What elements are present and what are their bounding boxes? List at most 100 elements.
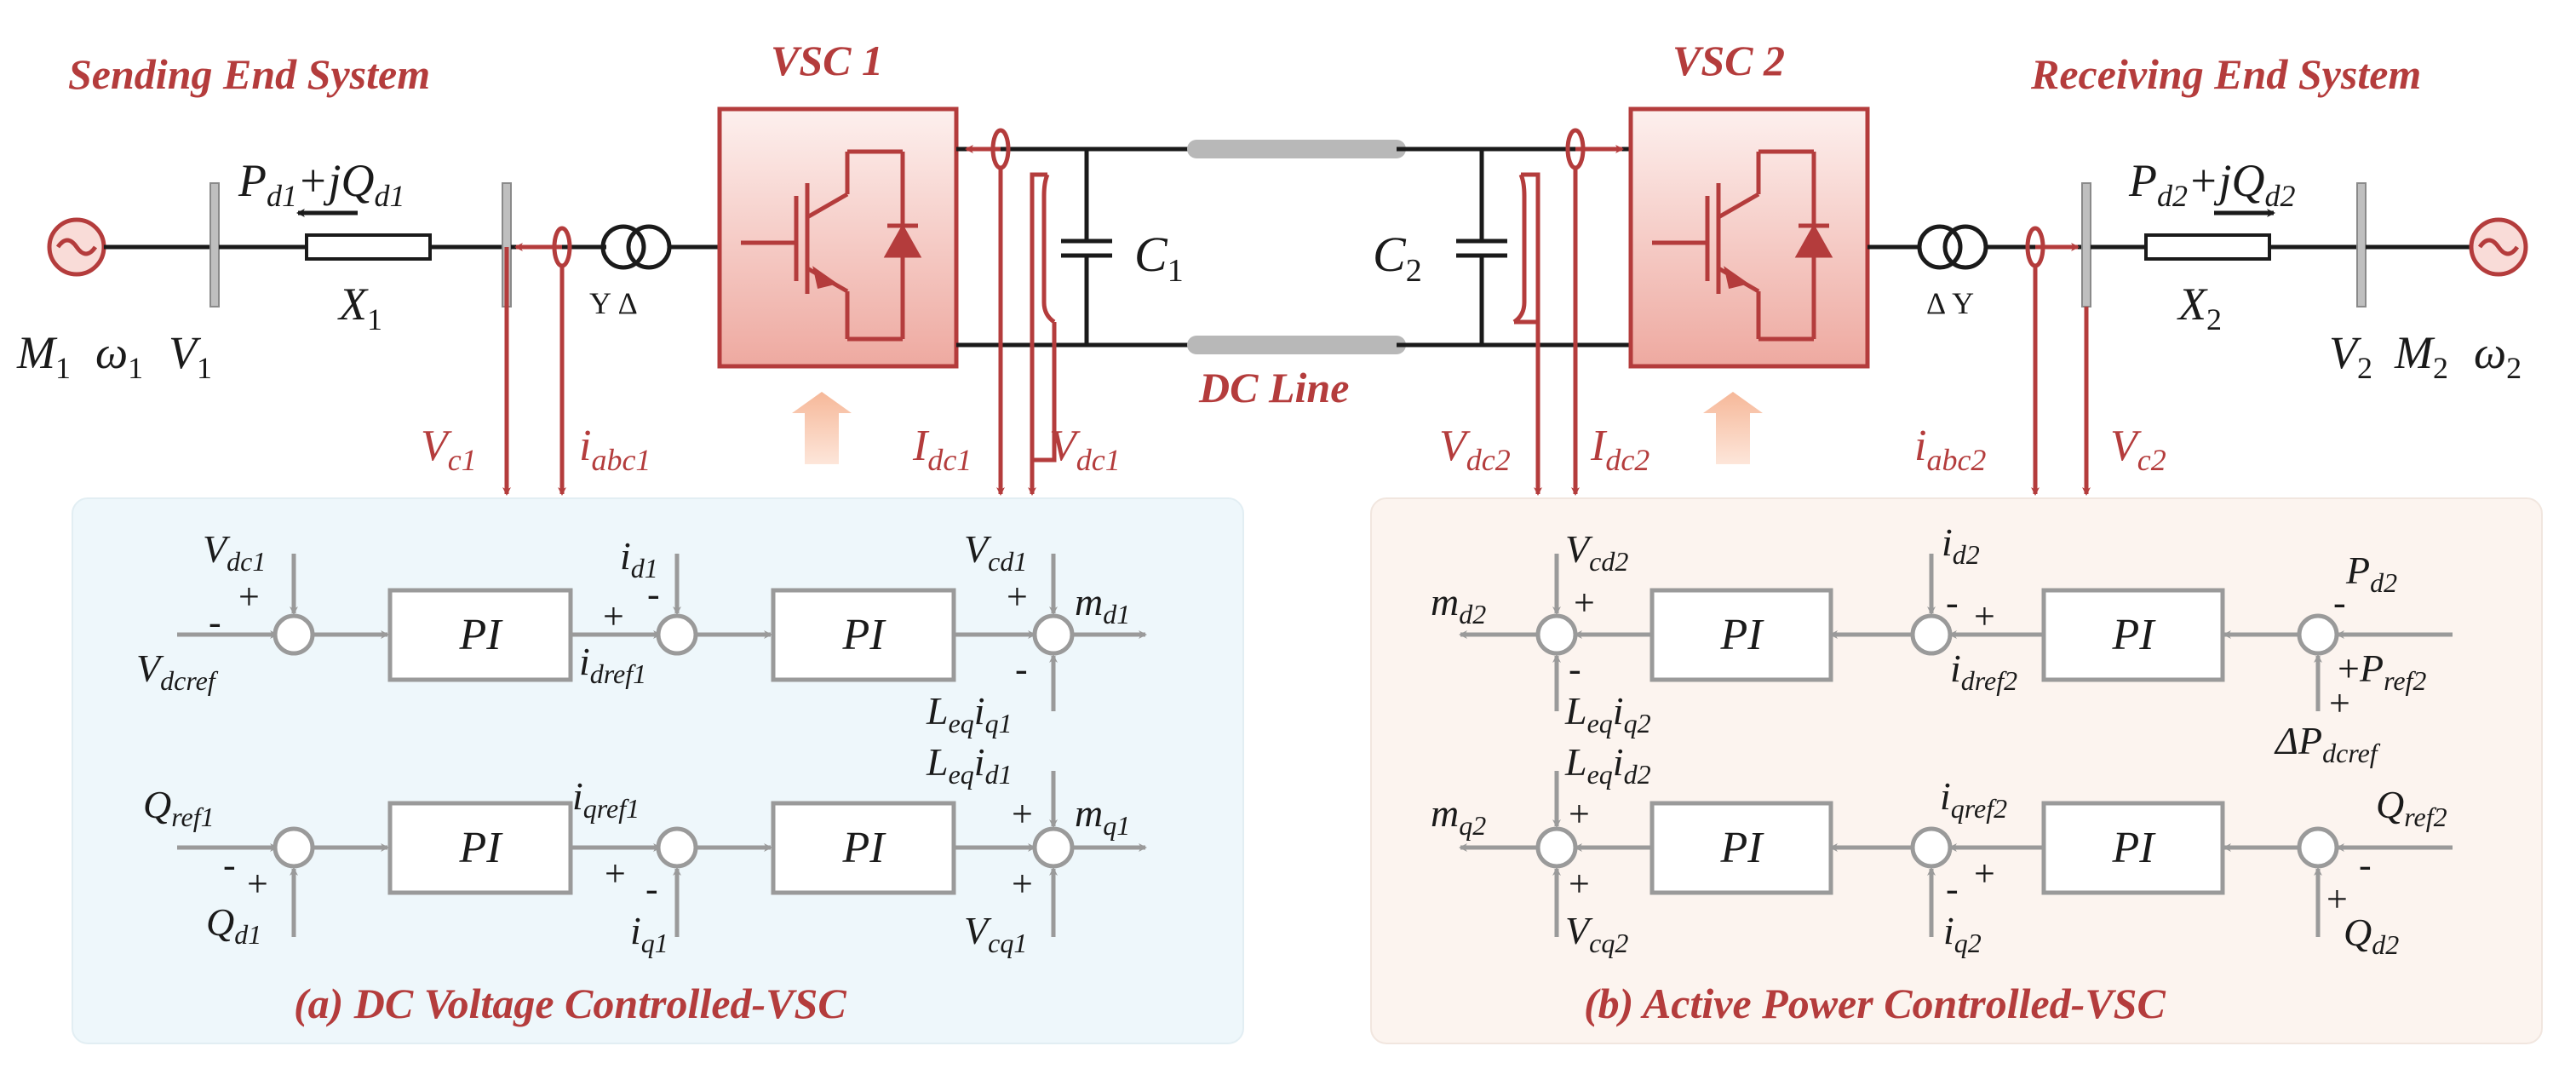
sig-a-minus4: -: [223, 844, 236, 886]
sig-b-plus1: +: [1574, 582, 1595, 624]
sig-b-plus3: +: [2329, 682, 2350, 724]
sig-a-id1: id1: [620, 534, 658, 583]
sig-a-idref1: idref1: [579, 640, 646, 689]
panel-a-caption: (a) DC Voltage Controlled-VSC: [294, 980, 846, 1027]
sig-b-pref2: +Pref2: [2338, 647, 2426, 696]
sig-b-minus3: -: [2333, 582, 2346, 624]
meas-vc1: Vc1: [421, 422, 477, 477]
sig-a-plus6: +: [1012, 793, 1033, 835]
sig-b-pd2: Pd2: [2345, 549, 2397, 598]
sig-b-mq2: mq2: [1431, 791, 1486, 841]
sine-icon-left: [55, 238, 98, 256]
pi-label-a1: PI: [458, 611, 503, 659]
sig-b-vcq2: Vcq2: [1565, 909, 1628, 958]
transformer-left-secondary: [626, 224, 672, 270]
reactance-x2: [2144, 233, 2271, 261]
control-arrow-vsc1: [792, 392, 852, 464]
sig-a-minus1: -: [209, 601, 221, 643]
sig-a-vdcref: Vdcref: [136, 647, 219, 696]
reactance-x1: [305, 233, 432, 261]
pi-label-b2: PI: [1719, 611, 1764, 659]
pi-block-b3: [2041, 801, 2225, 895]
sig-b-qref2: Qref2: [2376, 783, 2447, 832]
sig-b-minus7: -: [2359, 844, 2372, 886]
label-power-flow-1: Pd1+jQd1: [238, 155, 404, 213]
meas-vdc2: Vdc2: [1439, 422, 1511, 477]
capacitor-c2: [1456, 149, 1507, 345]
pi-label-b1: PI: [2111, 611, 2156, 659]
label-omega1: ω1: [95, 327, 143, 385]
sig-a-md1: md1: [1075, 580, 1130, 629]
sig-b-plus5: +: [1569, 863, 1590, 905]
vsc1-block: [717, 106, 959, 369]
sig-a-plus3: +: [1007, 576, 1028, 618]
sig-a-iq1: iq1: [630, 909, 668, 958]
meas-idc2: Idc2: [1590, 422, 1649, 477]
sig-a-plus2: +: [603, 595, 624, 637]
meas-idc1: Idc1: [912, 422, 972, 477]
sig-b-plus6: +: [1974, 853, 1995, 894]
label-c2: C2: [1373, 227, 1422, 289]
vsc2-block: [1628, 106, 1870, 369]
label-m1: M1: [16, 327, 71, 385]
sig-b-iqref2: iqref2: [1940, 774, 2007, 824]
label-omega2: ω2: [2474, 327, 2521, 385]
sig-b-minus6: -: [1946, 868, 1959, 910]
pi-block-b2: [1649, 588, 1833, 682]
sig-b-vcd2: Vcd2: [1565, 527, 1628, 577]
sig-b-qd2: Qd2: [2344, 911, 2399, 960]
sig-a-minus5: -: [645, 868, 658, 910]
pi-label-a2: PI: [841, 611, 886, 659]
igbt-icon-vsc2: [1652, 149, 1833, 342]
sig-b-idref2: idref2: [1950, 647, 2017, 696]
label-x2: X2: [2177, 279, 2222, 336]
label-transformer-right: Δ Y: [1926, 286, 1974, 320]
label-m2: M2: [2394, 327, 2448, 385]
sig-a-plus4: +: [247, 863, 268, 905]
pi-block-b1: [2041, 588, 2225, 682]
sig-b-leq-id2: Leqid2: [1564, 740, 1651, 790]
meas-iabc1: iabc1: [579, 422, 651, 477]
sig-a-plus5: +: [605, 853, 626, 894]
panel-b-d-loop: [1459, 554, 2453, 711]
dc-line-label: DC Line: [1198, 364, 1349, 411]
sig-a-iqref1: iqref1: [572, 774, 640, 824]
meas-vc2: Vc2: [2110, 422, 2166, 477]
control-arrow-vsc2: [1703, 392, 1763, 464]
sig-a-plus7: +: [1012, 863, 1033, 905]
pi-label-b3: PI: [2111, 824, 2156, 872]
vsc2-title: VSC 2: [1672, 37, 1785, 84]
sig-a-qref1: Qref1: [143, 783, 215, 832]
sig-b-plus2: +: [1974, 595, 1995, 637]
sig-a-vcd1: Vcd1: [964, 527, 1027, 577]
sig-b-plus7: +: [2326, 878, 2348, 920]
bus-pcc-right: [2081, 182, 2091, 307]
label-x1: X1: [337, 279, 382, 336]
label-transformer-left: Y Δ: [589, 286, 638, 320]
sending-end-title: Sending End System: [68, 50, 430, 98]
receiving-end-title: Receiving End System: [2030, 50, 2421, 98]
panel-b-q-loop: [1459, 771, 2453, 937]
label-v1: V1: [169, 327, 212, 385]
meas-vdc1: Vdc1: [1049, 422, 1121, 477]
label-v2: V2: [2329, 327, 2372, 385]
sig-a-minus2: -: [647, 573, 660, 615]
panel-b-caption: (b) Active Power Controlled-VSC: [1584, 980, 2166, 1027]
label-c1: C1: [1134, 227, 1184, 289]
pi-block-a1: [387, 588, 573, 682]
pi-block-a3: [387, 801, 573, 895]
sig-a-leq-id1: Leqid1: [926, 740, 1013, 790]
sig-a-qd1: Qd1: [206, 900, 261, 950]
pi-label-a3: PI: [458, 824, 503, 872]
bus-v2: [2356, 182, 2367, 307]
transformer-left-primary: [600, 224, 646, 270]
pi-label-b4: PI: [1719, 824, 1764, 872]
sig-a-vdc1: Vdc1: [203, 527, 266, 577]
panel-a-q-loop: [177, 771, 1147, 937]
panel-a-d-loop: [177, 554, 1147, 711]
pi-block-a2: [771, 588, 956, 682]
label-power-flow-2: Pd2+jQd2: [2128, 155, 2295, 213]
sig-a-vcq1: Vcq1: [964, 909, 1027, 958]
sig-b-leq-iq2: Leqiq2: [1564, 689, 1651, 739]
